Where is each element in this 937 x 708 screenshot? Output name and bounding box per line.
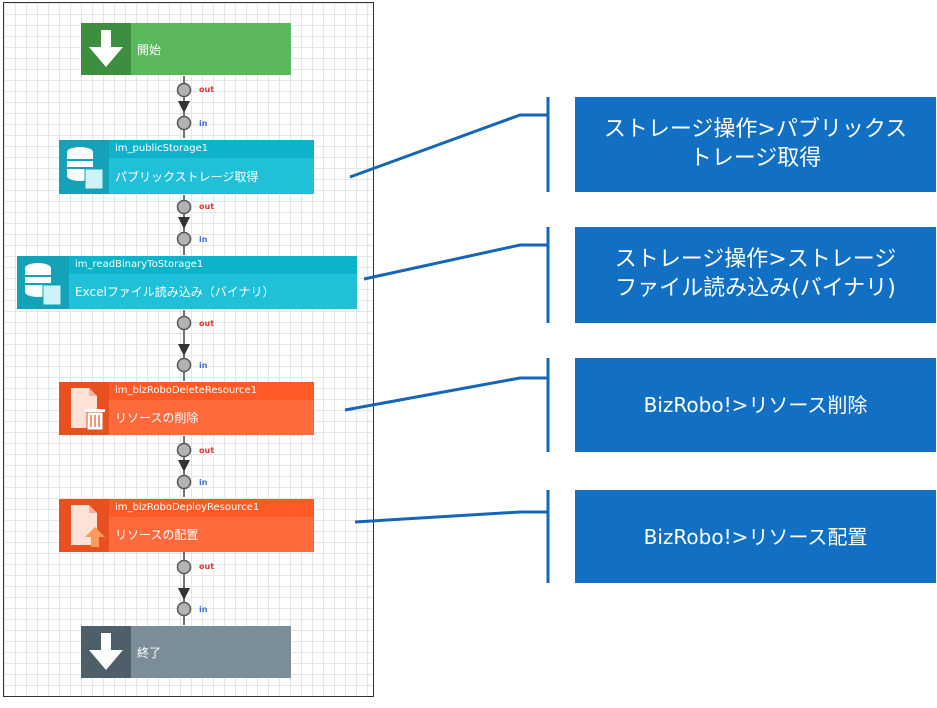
- deploy-resource-node-label: リソースの配置: [115, 528, 199, 542]
- out-port[interactable]: [176, 315, 192, 331]
- storage-icon: [59, 140, 109, 194]
- delete-resource-node-id: im_bizRoboDeleteResource1: [109, 382, 314, 400]
- out-port-label: out: [199, 562, 215, 571]
- read-binary-node[interactable]: im_readBinaryToStorage1 Excelファイル読み込み（バイ…: [17, 256, 357, 309]
- in-port[interactable]: [176, 474, 192, 490]
- in-port-label: in: [199, 478, 208, 487]
- out-port[interactable]: [176, 559, 192, 575]
- flow-canvas: out in out in out in out in out in 開始: [3, 2, 374, 697]
- in-port-label: in: [199, 235, 208, 244]
- out-port-label: out: [199, 319, 215, 328]
- delete-resource-node[interactable]: im_bizRoboDeleteResource1 リソースの削除: [59, 382, 314, 435]
- in-port[interactable]: [176, 115, 192, 131]
- callout-read-binary: ストレージ操作>ストレージ ファイル読み込み(バイナリ): [575, 227, 936, 323]
- deploy-resource-node[interactable]: im_bizRoboDeployResource1 リソースの配置: [59, 499, 314, 552]
- out-port[interactable]: [176, 82, 192, 98]
- start-node-label: 開始: [137, 42, 162, 57]
- flow-connectors: [176, 76, 192, 625]
- read-binary-node-label: Excelファイル読み込み（バイナリ）: [75, 285, 275, 299]
- upload-icon: [59, 499, 109, 552]
- callout-delete-resource: BizRobo!>リソース削除: [575, 358, 936, 452]
- callout-storage: ストレージ操作>パブリックス トレージ取得: [575, 97, 936, 192]
- out-port[interactable]: [176, 199, 192, 215]
- out-port-label: out: [199, 202, 215, 211]
- delete-resource-node-label: リソースの削除: [115, 411, 199, 425]
- deploy-resource-node-id: im_bizRoboDeployResource1: [109, 499, 314, 517]
- down-arrow-icon: [81, 626, 131, 678]
- out-port[interactable]: [176, 442, 192, 458]
- in-port[interactable]: [176, 231, 192, 247]
- storage-node-label: パブリックストレージ取得: [115, 169, 259, 184]
- out-port-label: out: [199, 446, 215, 455]
- start-node[interactable]: 開始: [81, 23, 291, 75]
- down-arrow-icon: [81, 23, 131, 75]
- in-port-label: in: [199, 361, 208, 370]
- out-port-label: out: [199, 85, 215, 94]
- in-port-label: in: [199, 605, 208, 614]
- in-port-label: in: [199, 119, 208, 128]
- trash-icon: [59, 382, 109, 435]
- end-node[interactable]: 終了: [81, 626, 291, 678]
- end-node-label: 終了: [137, 645, 162, 660]
- storage-icon: [17, 256, 69, 309]
- callout-deploy-resource: BizRobo!>リソース配置: [575, 490, 936, 583]
- in-port[interactable]: [176, 357, 192, 373]
- storage-node[interactable]: im_publicStorage1 パブリックストレージ取得: [59, 140, 314, 194]
- storage-node-id: im_publicStorage1: [109, 140, 314, 158]
- in-port[interactable]: [176, 601, 192, 617]
- read-binary-node-id: im_readBinaryToStorage1: [69, 256, 357, 274]
